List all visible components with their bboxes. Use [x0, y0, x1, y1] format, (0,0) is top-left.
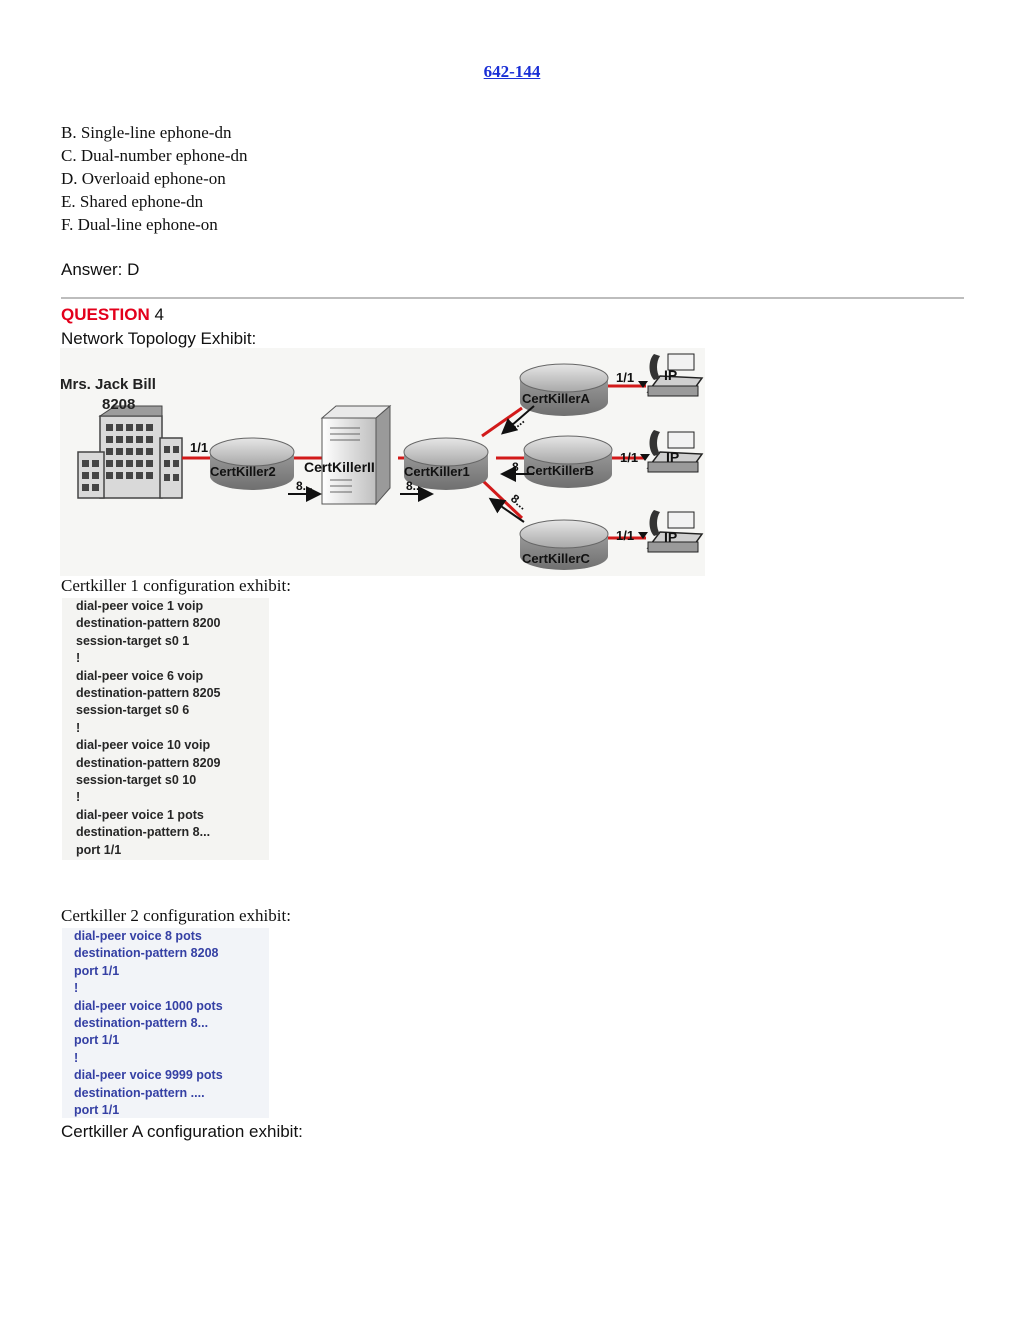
config-line: dial-peer voice 1000 pots [74, 998, 223, 1013]
phone-b-label: IP [666, 449, 679, 465]
ip-phone-c-icon: IP [646, 510, 704, 553]
option-c: C. Dual-number ephone-dn [61, 146, 248, 165]
config-line: ! [74, 981, 79, 996]
config-line: ! [76, 720, 81, 735]
config-line: destination-pattern 8... [74, 1016, 209, 1031]
question-heading: QUESTION 4 [61, 305, 164, 325]
exhibit2-config-block: dial-peer voice 8 pots destination-patte… [62, 928, 269, 1118]
arrow-label-certkillerb: 8 [512, 460, 519, 474]
config-line: session-target s0 10 [76, 773, 197, 788]
config-line: dial-peer voice 1 pots [76, 807, 204, 822]
router-certkillerc: CertKillerC [519, 519, 609, 570]
config-line: dial-peer voice 10 voip [76, 738, 211, 753]
section-divider [61, 297, 964, 299]
option-e: E. Shared ephone-dn [61, 192, 204, 211]
exhibit1-caption: Certkiller 1 configuration exhibit: [61, 576, 291, 595]
arrow-label-to-certkiller1: 8... [406, 479, 423, 493]
config-line: port 1/1 [76, 842, 122, 857]
config-line: port 1/1 [74, 1033, 120, 1048]
config-line: dial-peer voice 8 pots [74, 929, 202, 943]
config-line: port 1/1 [74, 963, 120, 978]
router-certkillera: CertKillerA [519, 363, 609, 416]
phone-c-label: IP [664, 529, 677, 545]
option-f: F. Dual-line ephone-on [61, 215, 218, 234]
config-line: session-target s0 1 [76, 633, 190, 648]
config-line: ! [76, 651, 81, 666]
router-label-certkiller1: CertKiller1 [404, 464, 470, 479]
server-label-certkillerii: CertKillerII [304, 459, 375, 475]
arrow-from-certkillerc [488, 497, 525, 523]
config-line: ! [74, 1050, 79, 1065]
config-line: destination-pattern 8205 [76, 686, 221, 701]
config-line: session-target s0 6 [76, 703, 190, 718]
config-line: destination-pattern 8... [76, 825, 211, 840]
router-certkillerb: CertKillerB [523, 435, 613, 488]
config-line: destination-pattern 8208 [74, 946, 219, 961]
ip-phone-b-icon: IP [646, 430, 704, 473]
config-line: port 1/1 [74, 1103, 120, 1118]
router-certkiller2: CertKiller2 [209, 437, 295, 490]
question-subtitle: Network Topology Exhibit: [61, 329, 257, 348]
exhibit2-caption: Certkiller 2 configuration exhibit: [61, 906, 291, 925]
owner-extension: 8208 [102, 396, 135, 413]
config-line: destination-pattern 8209 [76, 755, 221, 770]
config-line: destination-pattern .... [74, 1085, 205, 1100]
router-label-certkillera: CertKillerA [522, 391, 591, 406]
option-d: D. Overloaid ephone-on [61, 169, 226, 188]
router-label-certkiller2: CertKiller2 [210, 464, 276, 479]
arrow-from-certkillera [500, 405, 535, 435]
router-certkiller1: CertKiller1 [403, 437, 489, 490]
config-line: dial-peer voice 1 voip [76, 599, 204, 613]
answer-text: Answer: D [61, 260, 140, 279]
question-number: 4 [154, 305, 164, 324]
router-label-certkillerc: CertKillerC [522, 551, 591, 566]
config-line: ! [76, 790, 81, 805]
config-line: destination-pattern 8200 [76, 616, 221, 631]
exhibit1-config-block: dial-peer voice 1 voip destination-patte… [62, 598, 269, 860]
port-label-c: 1/1 [616, 528, 634, 543]
answer-options: B. Single-line ephone-dn C. Dual-number … [61, 121, 247, 236]
router-label-certkillerb: CertKillerB [526, 463, 594, 478]
arrow-label-to-server: 8... [296, 479, 313, 493]
phone-a-label: IP [664, 367, 677, 383]
building-icon [77, 405, 183, 499]
port-label-b: 1/1 [620, 450, 638, 465]
page-header-code[interactable]: 642-144 [483, 62, 541, 81]
config-line: dial-peer voice 6 voip [76, 668, 204, 683]
ip-phone-a-icon: IP [646, 353, 704, 397]
server-certkillerii: CertKillerII [304, 404, 392, 506]
network-topology-diagram: Mrs. Jack Bill 8208 CertKiller2 CertKill… [60, 348, 705, 576]
option-b: B. Single-line ephone-dn [61, 123, 232, 142]
question-label: QUESTION [61, 305, 150, 324]
port-label-left: 1/1 [190, 440, 208, 455]
port-label-a: 1/1 [616, 370, 634, 385]
owner-name: Mrs. Jack Bill [60, 376, 156, 393]
config-line: dial-peer voice 9999 pots [74, 1068, 223, 1083]
exhibit3-caption: Certkiller A configuration exhibit: [61, 1122, 303, 1141]
